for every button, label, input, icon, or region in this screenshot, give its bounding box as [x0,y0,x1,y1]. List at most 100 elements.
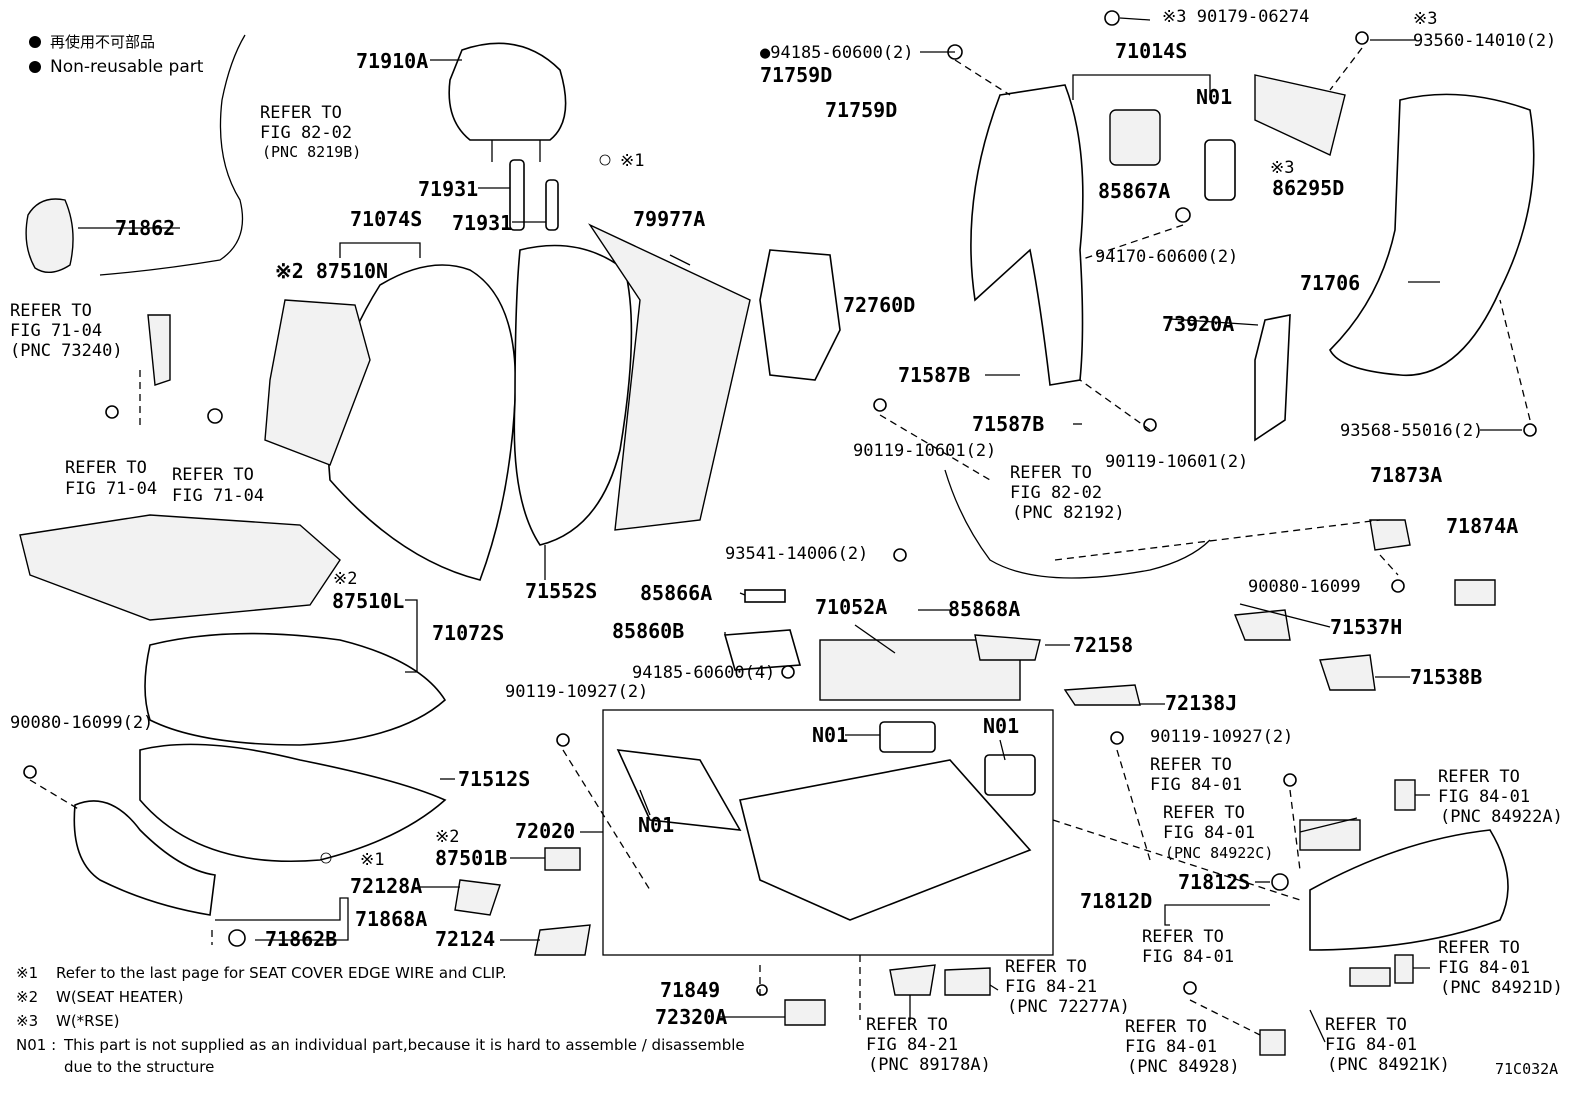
label-N01-harness: N01 [638,813,674,837]
ref-fig-84-21-b: REFER TO FIG 84-21 (PNC 89178A) [866,1015,991,1075]
svg-text:(PNC 73240): (PNC 73240) [10,341,123,361]
ref-fig-84-01-f: REFER TO FIG 84-01 (PNC 84928) [1125,1017,1240,1077]
label-N01-top: N01 [1196,85,1232,109]
label-71868A: 71868A [355,907,427,931]
label-90179-06274: ※3 90179-06274 [1162,7,1309,27]
label-71706: 71706 [1300,271,1360,295]
label-94185-60600-2: ●94185-60600(2) [760,43,914,63]
label-87510N: ※2 87510N [275,259,388,283]
cushion-heater-85860B [723,629,802,671]
label-71587B-b: 71587B [972,412,1044,436]
label-72020: 72020 [515,819,575,843]
label-71931-b: 71931 [452,211,512,235]
sensor-72277A [944,967,991,996]
cover-72320A [784,999,826,1026]
label-85867A: 85867A [1098,179,1170,203]
svg-text:FIG 84-01: FIG 84-01 [1163,823,1255,843]
label-87510L-mark: ※2 [333,569,357,589]
clip-71874A [1454,579,1496,606]
label-N01-motor-2: N01 [983,714,1019,738]
svg-text:FIG 84-01: FIG 84-01 [1438,958,1530,978]
svg-text:FIG 84-21: FIG 84-21 [866,1035,958,1055]
part-drawings [19,10,1537,1056]
wire-harness-left [99,34,246,276]
sensor-89178A [889,964,936,996]
side-airbag-73920A [1254,314,1291,442]
footnote-3-mark: ※3 [16,1012,38,1030]
cushion-pad [139,743,447,863]
svg-text:(PNC 72277A): (PNC 72277A) [1007,997,1130,1017]
label-72138J: 72138J [1165,691,1237,715]
svg-text:FIG 71-04: FIG 71-04 [172,486,264,506]
label-71931-a: 71931 [418,177,478,201]
cushion-front-panel [73,800,216,916]
buckle-73240 [147,314,171,386]
ref-fig-84-01-a: REFER TO FIG 84-01 [1150,755,1242,795]
label-93560-mark: ※3 [1413,9,1437,29]
cover-72138J [1063,684,1141,706]
svg-text:FIG 82-02: FIG 82-02 [1010,483,1102,503]
ref-fig-84-01-d: REFER TO FIG 84-01 [1142,927,1234,967]
label-71812S: 71812S [1178,870,1250,894]
svg-text:REFER TO: REFER TO [1125,1017,1207,1037]
label-71812D: 71812D [1080,889,1152,913]
svg-text:(PNC 84922A): (PNC 84922A) [1440,807,1563,827]
seat-adjuster [739,759,1032,921]
svg-text:(PNC 84928): (PNC 84928) [1127,1057,1240,1077]
cover-72124 [534,924,591,956]
label-86295D: 86295D [1272,176,1344,200]
svg-text:(PNC 84922C): (PNC 84922C) [1165,844,1273,862]
seatback-board [588,223,751,531]
bracket-71538B [1319,654,1376,691]
cover-72128A [454,879,501,916]
label-93568-55016: 93568-55016(2) [1340,421,1483,441]
label-73920A: 73920A [1162,312,1234,336]
diagram-code: 71C032A [1495,1060,1558,1078]
svg-text:REFER TO: REFER TO [1005,957,1087,977]
label-71862B: 71862B [265,927,337,951]
svg-text:FIG 84-01: FIG 84-01 [1125,1037,1217,1057]
knob-84921D [1394,954,1414,984]
svg-text:FIG 71-04: FIG 71-04 [10,321,102,341]
seat-shield [1309,829,1509,951]
label-edge-wire-2: ※1 [360,850,384,870]
label-90080-16099-2: 90080-16099(2) [10,713,153,733]
footnote-n01-text: This part is not supplied as an individu… [63,1036,745,1054]
motor-N01-1 [879,721,936,753]
headrest [448,42,567,141]
label-71552S: 71552S [525,579,597,603]
ref-fig-84-01-c: REFER TO FIG 84-01 (PNC 84922A) [1438,767,1563,827]
assembly-dashes [29,47,1531,1036]
label-71759D-b: 71759D [825,98,897,122]
label-87501B-mark: ※2 [435,827,459,847]
seat-heater-back [264,299,371,466]
seatback-pad [513,244,633,546]
legend-item-en: Non-reusable part [50,57,204,77]
label-71759D-a: 71759D [760,63,832,87]
svg-text:REFER TO: REFER TO [1438,938,1520,958]
switch-85867A [1109,109,1161,166]
svg-text:(PNC 84921K): (PNC 84921K) [1327,1055,1450,1075]
ref-fig-84-01-e: REFER TO FIG 84-01 (PNC 84921D) [1438,938,1563,998]
seatback-frame [970,84,1084,386]
ref-fig-71-04-c: REFER TO FIG 71-04 [172,465,264,506]
label-71052A: 71052A [815,595,887,619]
footnote-3-text: W(*RSE) [56,1012,119,1030]
ref-fig-82-02-b: REFER TO FIG 82-02 (PNC 82192) [1010,463,1125,523]
svg-text:REFER TO: REFER TO [866,1015,948,1035]
label-94170-60600: 94170-60600(2) [1095,247,1238,267]
ref-fig-84-01-b: REFER TO FIG 84-01 (PNC 84922C) [1163,803,1273,862]
label-71512S: 71512S [458,767,530,791]
svg-text:REFER TO: REFER TO [1438,767,1520,787]
label-71014S: 71014S [1115,39,1187,63]
label-72124: 72124 [435,927,495,951]
cover-86295D [1254,74,1346,156]
svg-text:REFER TO: REFER TO [1010,463,1092,483]
seat-heater-cushion [19,514,341,621]
cushion-cover [144,632,447,746]
label-72158: 72158 [1073,633,1133,657]
svg-text:FIG 71-04: FIG 71-04 [65,479,157,499]
svg-text:FIG 84-01: FIG 84-01 [1142,947,1234,967]
label-71862: 71862 [115,216,175,240]
label-71849: 71849 [660,978,720,1002]
